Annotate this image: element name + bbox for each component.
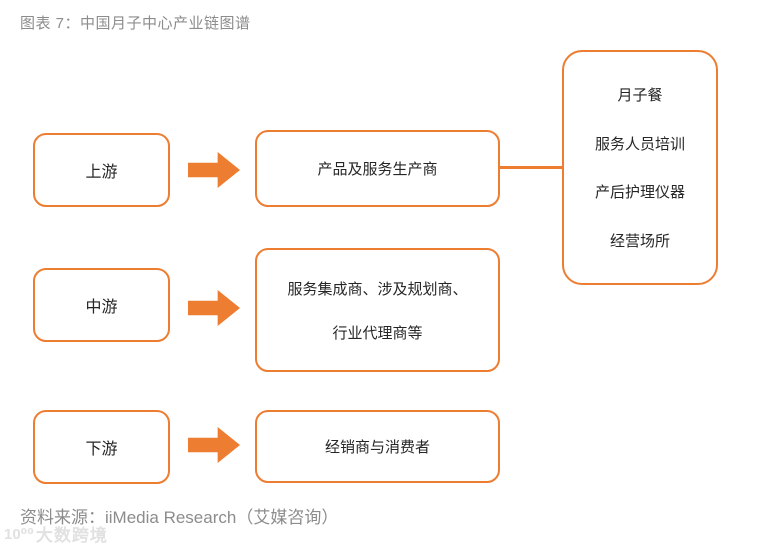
detail-label-midstream-line2: 行业代理商等 bbox=[332, 324, 423, 342]
arrow-right-icon bbox=[188, 290, 240, 326]
watermark: 10⁰⁰ 大数跨境 bbox=[4, 521, 108, 546]
detail-label-midstream-line1: 服务集成商、涉及规划商、 bbox=[287, 280, 468, 298]
arrow-right-icon bbox=[188, 152, 240, 188]
stage-label-downstream: 下游 bbox=[85, 441, 118, 458]
stage-box-downstream: 下游 bbox=[33, 410, 170, 484]
upstream-item: 经营场所 bbox=[609, 233, 670, 251]
source-note: 资料来源：iiMedia Research（艾媒咨询） bbox=[20, 508, 339, 527]
upstream-item: 产后护理仪器 bbox=[594, 184, 685, 202]
watermark-label: 大数跨境 bbox=[35, 526, 108, 545]
upstream-item: 服务人员培训 bbox=[594, 135, 685, 153]
stage-label-upstream: 上游 bbox=[85, 164, 118, 181]
upstream-item: 月子餐 bbox=[617, 86, 663, 104]
detail-box-midstream: 服务集成商、涉及规划商、 行业代理商等 bbox=[255, 248, 500, 372]
detail-box-upstream: 产品及服务生产商 bbox=[255, 130, 500, 207]
detail-box-downstream: 经销商与消费者 bbox=[255, 410, 500, 483]
stage-label-midstream: 中游 bbox=[85, 299, 118, 316]
detail-label-upstream: 产品及服务生产商 bbox=[317, 161, 438, 178]
detail-label-downstream: 经销商与消费者 bbox=[324, 439, 430, 456]
stage-box-midstream: 中游 bbox=[33, 268, 170, 342]
figure-title: 图表 7：中国月子中心产业链图谱 bbox=[20, 15, 251, 32]
stage-box-upstream: 上游 bbox=[33, 133, 170, 207]
watermark-logo-icon: 10⁰⁰ bbox=[4, 525, 34, 543]
upstream-items-box: 月子餐 服务人员培训 产后护理仪器 经营场所 bbox=[562, 50, 718, 285]
connector-line bbox=[499, 166, 563, 169]
arrow-right-icon bbox=[188, 427, 240, 463]
